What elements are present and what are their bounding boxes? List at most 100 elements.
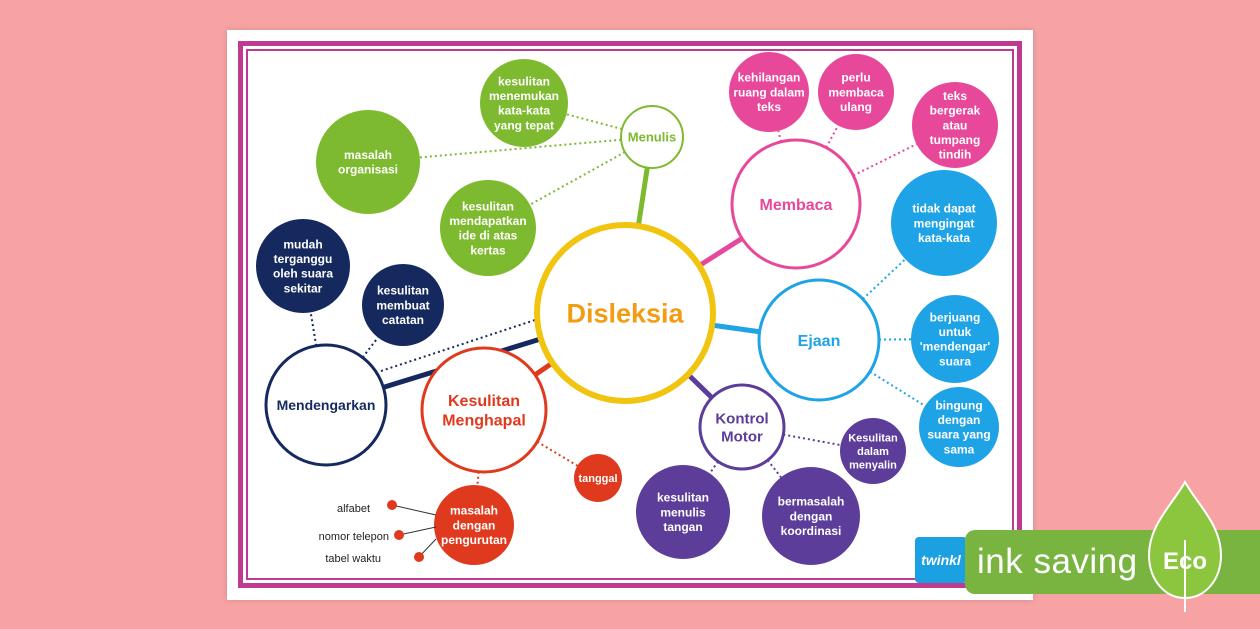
link-menghapal <box>533 360 554 377</box>
eco-leaf-icon: Eco <box>1147 480 1223 612</box>
twinkl-logo: twinkl <box>915 537 967 583</box>
twinkl-logo-text: twinkl <box>921 552 961 568</box>
detail-menghapal-1-circle <box>434 485 514 565</box>
link-kontrol <box>686 372 714 400</box>
detail-menghapal-0: tanggal <box>574 454 622 502</box>
example-label-0: alfabet <box>337 503 370 515</box>
category-membaca-circle <box>730 138 862 270</box>
detail-kontrol-2-circle <box>762 467 860 565</box>
detail-menghapal-0-label: tanggal <box>578 473 617 485</box>
detail-ejaan-1-circle <box>911 295 999 383</box>
poster-frame-inner <box>246 49 1014 580</box>
center-disleksia-label: Disleksia <box>566 299 684 329</box>
example-connector-0 <box>391 504 437 516</box>
link-menulis <box>635 167 650 227</box>
link-mendengarkan-detail-1 <box>361 336 379 359</box>
pengurutan-examples: alfabet nomor telepon tabel waktu <box>319 500 437 565</box>
example-label-2: tabel waktu <box>325 553 381 565</box>
category-mendengarkan-circle <box>264 343 388 467</box>
link-kontrol-detail-1 <box>708 460 719 474</box>
category-membaca: Membaca <box>730 138 862 270</box>
category-ejaan: Ejaan <box>757 278 881 402</box>
category-mendengarkan-label: Mendengarkan <box>277 397 376 413</box>
link-mendengarkan-detail-0 <box>309 312 318 346</box>
example-label-1: nomor telepon <box>319 531 389 543</box>
detail-mendengarkan-1-circle <box>362 264 444 346</box>
eco-word: Eco <box>1163 548 1207 575</box>
detail-menulis-2-circle <box>440 180 536 276</box>
center-disleksia: Disleksia <box>534 222 716 404</box>
category-ejaan-circle <box>757 278 881 402</box>
detail-membaca-0-circle <box>729 52 809 132</box>
detail-membaca-2-circle <box>912 82 998 168</box>
detail-ejaan-2-circle <box>919 387 999 467</box>
link-menulis-detail-2 <box>529 151 626 206</box>
link-menghapal-detail-1 <box>476 471 480 486</box>
category-mendengarkan: Mendengarkan <box>264 343 388 467</box>
category-menulis-circle <box>620 105 684 169</box>
link-menulis-detail-0 <box>566 113 623 131</box>
link-membaca-detail-2 <box>852 143 917 177</box>
category-ejaan-label: Ejaan <box>798 333 841 350</box>
example-dot-1 <box>394 530 404 540</box>
link-ejaan-detail-2 <box>869 370 926 407</box>
detail-menghapal-0-circle <box>574 454 622 502</box>
category-menulis: Menulis <box>620 105 684 169</box>
detail-menulis-0-circle <box>480 59 568 147</box>
detail-mendengarkan-0-circle <box>256 219 350 313</box>
center-disleksia-circle <box>534 222 716 404</box>
link-membaca-detail-1 <box>825 125 839 149</box>
category-menghapal-circle <box>420 346 548 474</box>
link-ejaan <box>711 322 760 335</box>
example-dot-0 <box>387 500 397 510</box>
link-ejaan-detail-0 <box>862 258 906 300</box>
example-connector-1 <box>398 526 437 536</box>
detail-kontrol-1-circle <box>636 465 730 559</box>
link-menghapal-detail-0 <box>536 440 578 467</box>
category-membaca-label: Membaca <box>760 197 833 214</box>
detail-membaca-1-circle <box>818 54 894 130</box>
link-mendengarkan-center <box>380 319 536 372</box>
link-kontrol-detail-0 <box>783 433 841 447</box>
link-menulis-detail-1 <box>419 138 622 159</box>
example-dot-2 <box>414 552 424 562</box>
category-menulis-label: Menulis <box>628 130 676 145</box>
eco-badge-label: ink saving <box>977 542 1138 581</box>
